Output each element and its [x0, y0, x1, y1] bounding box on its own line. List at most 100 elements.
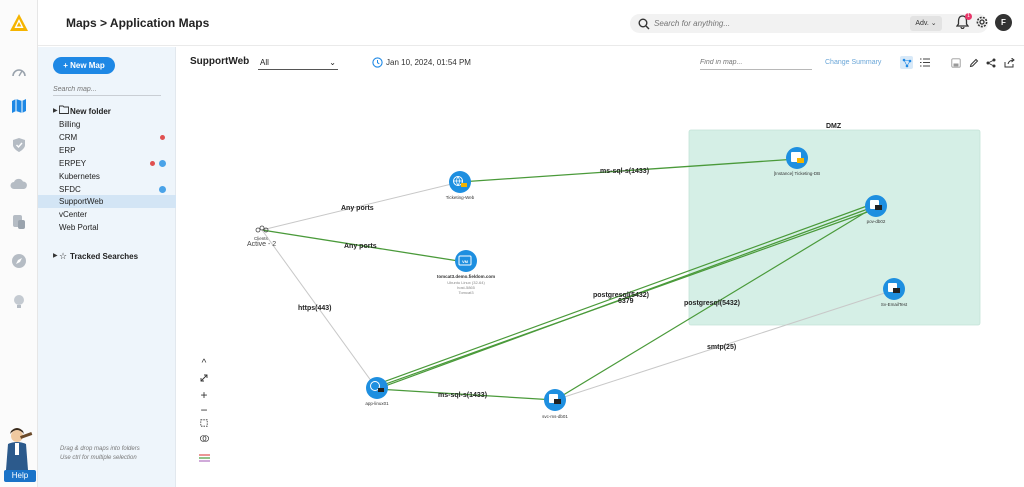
ticketing-web-label: Ticketing-Web: [446, 195, 475, 200]
edge-label-ms-sql-top: ms-sql-s(1433): [600, 168, 649, 175]
user-avatar[interactable]: F: [995, 14, 1012, 31]
server-icon: [549, 394, 561, 404]
edge-app-linux-pov-db02-b[interactable]: [379, 209, 874, 387]
map-item-erp[interactable]: ERP: [38, 144, 176, 157]
settings-gear-icon[interactable]: [975, 15, 989, 34]
maps-icon[interactable]: [9, 96, 29, 116]
linux-server-icon: [370, 381, 384, 392]
node-app-linux01[interactable]: app-linux01: [365, 377, 389, 406]
edge-label-smtp: smtp(25): [707, 344, 736, 351]
export-icon[interactable]: [1003, 56, 1016, 69]
global-search-input[interactable]: [654, 16, 914, 31]
edge-label-6379: 6379: [618, 298, 634, 305]
drag-hint-line2: Use ctrl for multiple selection: [60, 455, 137, 461]
edge-svc-ms-db-pov-db02[interactable]: [554, 205, 877, 401]
cloud-icon[interactable]: [9, 174, 29, 194]
map-item-supportweb[interactable]: SupportWeb: [38, 195, 176, 208]
bulb-icon[interactable]: [9, 292, 29, 312]
help-button[interactable]: Help: [2, 426, 36, 482]
map-item-label: Kubernetes: [59, 172, 100, 181]
map-item-label: SupportWeb: [59, 197, 104, 206]
collapse-chevron-icon[interactable]: ^: [201, 358, 207, 369]
fit-screen-icon[interactable]: [197, 374, 211, 386]
node-svc-ms-db01[interactable]: svc-ms-db01: [542, 389, 568, 419]
legend-icon[interactable]: [197, 454, 211, 466]
change-summary-link[interactable]: Change Summary: [825, 59, 882, 66]
dashboard-gauge-icon[interactable]: [9, 62, 29, 82]
layers-icon[interactable]: [197, 434, 211, 446]
app-linux01-label: app-linux01: [365, 401, 389, 406]
edge-app-linux-svc-ms-db[interactable]: [376, 388, 556, 401]
notifications-bell-icon[interactable]: 1: [955, 13, 972, 34]
clients-label: Clients: [254, 236, 269, 241]
map-item-kubernetes[interactable]: Kubernetes: [38, 170, 176, 183]
new-map-button[interactable]: + New Map: [53, 57, 115, 74]
server-icon: [870, 200, 882, 210]
shield-icon[interactable]: [9, 135, 29, 155]
edge-label-https: https(443): [298, 305, 331, 312]
edge-clients-tomcat[interactable]: [261, 229, 466, 263]
emailtest-label: Sv-EmailTest: [881, 302, 908, 307]
find-in-map-input[interactable]: [700, 56, 812, 70]
edge-ticketing-db[interactable]: [459, 158, 798, 183]
filter-value: All: [260, 58, 269, 67]
dmz-zone[interactable]: [688, 129, 981, 326]
map-item-label: CRM: [59, 133, 78, 142]
zoom-controls: ^ + −: [197, 358, 211, 468]
notification-badge: 1: [965, 13, 972, 20]
left-nav-rail: Help: [0, 0, 38, 487]
folder-new-folder[interactable]: ▶ New folder: [38, 105, 176, 118]
map-item-label: vCenter: [59, 210, 88, 219]
edge-label-any-ports-2: Any ports: [344, 243, 377, 250]
select-area-icon[interactable]: [197, 419, 211, 431]
map-canvas[interactable]: DMZ Any ports Any ports ms-sql-s(1433) h…: [177, 80, 1024, 487]
node-emailtest[interactable]: Sv-EmailTest: [881, 278, 908, 307]
node-ticketing-db[interactable]: [Instance] Ticketing-DB: [774, 147, 820, 176]
zoom-in-button[interactable]: +: [200, 388, 208, 402]
compass-icon[interactable]: [9, 251, 29, 271]
edge-clients-ticketing[interactable]: [261, 181, 461, 231]
node-pov-db02[interactable]: pov-db02: [865, 195, 887, 224]
map-item-erpey[interactable]: ERPEY: [38, 157, 176, 170]
advanced-search-dropdown[interactable]: Adv. ⌄: [910, 16, 942, 31]
global-search-bar[interactable]: Adv. ⌄: [630, 14, 988, 33]
tracked-searches[interactable]: ▶ ☆ Tracked Searches: [38, 250, 176, 263]
edge-app-linux-pov-db02-c[interactable]: [374, 201, 879, 386]
tomcat-label: tomcat3.demo.fieldom.com: [437, 274, 495, 279]
share-icon[interactable]: [984, 56, 997, 69]
svc-ms-db01-label: svc-ms-db01: [542, 414, 568, 419]
database-icon: [791, 152, 804, 163]
drag-hint-line1: Drag & drop maps into folders: [60, 446, 140, 452]
map-search-input[interactable]: [53, 83, 161, 96]
alert-dot: [150, 161, 155, 166]
help-label: Help: [4, 470, 36, 482]
zoom-out-button[interactable]: −: [200, 403, 208, 417]
edit-pencil-icon[interactable]: [967, 56, 980, 69]
devices-icon[interactable]: [9, 212, 29, 232]
alert-dot: [160, 135, 165, 140]
topology-view-icon[interactable]: [900, 56, 913, 69]
node-tomcat3[interactable]: VM tomcat3.demo.fieldom.com Ubuntu Linux…: [437, 250, 495, 295]
app-logo-icon[interactable]: [8, 12, 30, 34]
node-ticketing-web[interactable]: Ticketing-Web: [446, 171, 475, 200]
list-view-icon[interactable]: [918, 56, 931, 69]
tracked-searches-label: Tracked Searches: [70, 252, 139, 261]
node-clients[interactable]: Clients Active - 2: [247, 225, 276, 248]
edge-svc-ms-db-emailtest[interactable]: [554, 289, 895, 401]
map-item-crm[interactable]: CRM: [38, 131, 176, 144]
map-item-web-portal[interactable]: Web Portal: [38, 221, 176, 234]
tomcat-sub1: Ubuntu Linux (32-64): [447, 280, 485, 285]
map-item-billing[interactable]: Billing: [38, 118, 176, 131]
tomcat-vm-icon: VM: [458, 255, 472, 266]
map-item-vcenter[interactable]: vCenter: [38, 208, 176, 221]
map-filter-select[interactable]: All ⌄: [258, 56, 338, 70]
dmz-zone-label: DMZ: [826, 123, 842, 130]
edge-clients-app-linux[interactable]: [261, 229, 378, 390]
save-icon[interactable]: [949, 56, 962, 69]
search-icon: [638, 17, 650, 35]
edge-label-any-ports-1: Any ports: [341, 205, 374, 212]
tomcat-sub2: host-5865: [457, 285, 476, 290]
web-server-icon: [453, 176, 467, 187]
map-item-sfdc[interactable]: SFDC: [38, 183, 176, 196]
topology-graph[interactable]: DMZ Any ports Any ports ms-sql-s(1433) h…: [177, 80, 1024, 487]
